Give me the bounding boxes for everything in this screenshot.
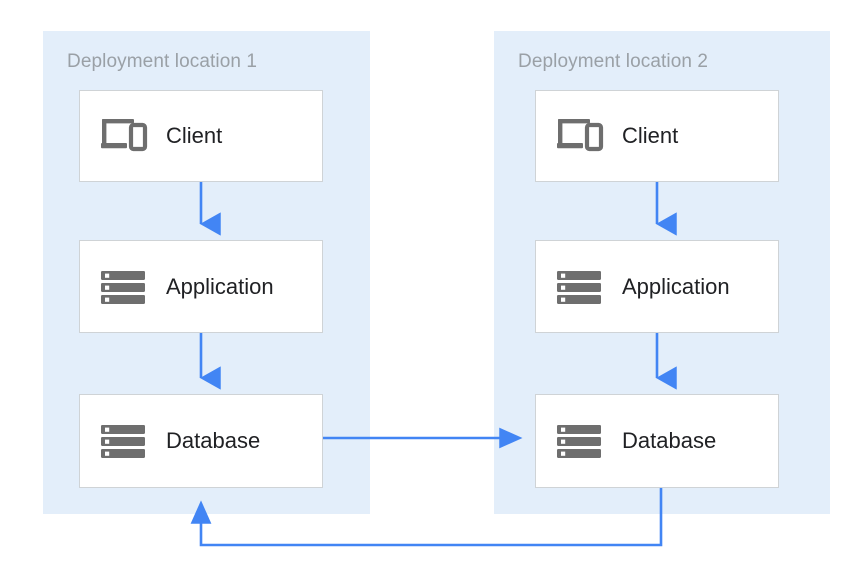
node-label: Database [166, 428, 261, 453]
server-rack-icon [557, 425, 601, 458]
node-database-1[interactable]: Database [79, 394, 323, 488]
node-application-2[interactable]: Application [535, 240, 779, 333]
node-database-2[interactable]: Database [535, 394, 779, 488]
zone-label-deployment-location-2: Deployment location 2 [518, 51, 709, 72]
node-client-2[interactable]: Client [535, 90, 779, 182]
node-label: Client [622, 123, 679, 148]
server-rack-icon [101, 425, 145, 458]
node-client-1[interactable]: Client [79, 90, 323, 182]
node-label: Application [166, 273, 274, 299]
node-label: Application [622, 273, 730, 299]
client-devices-icon [557, 119, 604, 152]
node-label: Database [622, 428, 717, 453]
server-rack-icon [557, 270, 601, 304]
zone-label-deployment-location-1: Deployment location 1 [67, 51, 258, 72]
node-label: Client [166, 123, 223, 148]
node-application-1[interactable]: Application [79, 240, 323, 333]
server-rack-icon [101, 270, 145, 304]
client-devices-icon [101, 119, 148, 152]
